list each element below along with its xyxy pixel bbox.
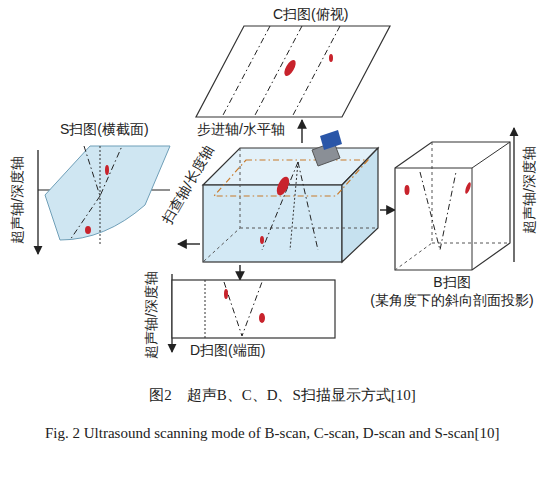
- figure-caption: 图2 超声B、C、D、S扫描显示方式[10]: [3, 386, 559, 405]
- panel-title: B扫图 (某角度下的斜向剖面投影): [352, 274, 552, 309]
- specimen-block: 扫查轴/长度轴: [200, 143, 380, 265]
- projection-arrow: [380, 209, 395, 210]
- english-caption: Fig. 2 Ultrasound scanning mode of B-sca…: [45, 420, 515, 446]
- b-scan-panel-outline: [395, 140, 512, 272]
- b-scan-panel: B扫图 (某角度下的斜向剖面投影): [395, 140, 512, 272]
- panel-title: S扫图(横截面): [60, 121, 149, 139]
- axis-label: 步进轴/水平轴: [197, 121, 285, 139]
- depth-axis: [513, 128, 514, 262]
- panel-title: D扫图(端面): [190, 342, 265, 360]
- depth-axis: [37, 150, 38, 254]
- axis-label: 超声轴/深度轴: [143, 271, 161, 359]
- panel-title: C扫图(俯视): [273, 6, 348, 24]
- projection-arrow: [301, 120, 302, 143]
- projection-arrow: [239, 265, 240, 280]
- c-scan-panel: C扫图(俯视): [190, 4, 395, 120]
- d-scan-panel-outline: [172, 280, 335, 340]
- axis-label: 超声轴/深度轴: [9, 156, 27, 244]
- d-scan-panel: D扫图(端面): [172, 280, 335, 340]
- specimen-block-outline: [200, 143, 380, 265]
- s-scan-panel: S扫图(横截面): [38, 118, 178, 248]
- axis-label: 超声轴/深度轴: [521, 146, 539, 234]
- projection-arrow: [178, 243, 200, 244]
- s-scan-panel-outline: [38, 118, 178, 248]
